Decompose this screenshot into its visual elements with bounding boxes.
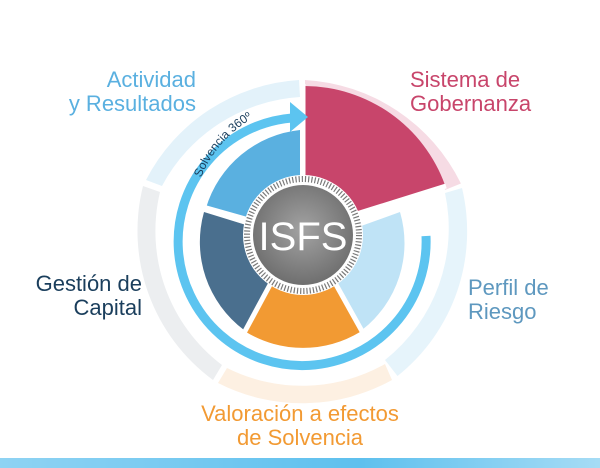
label-actividad-line2: y Resultados xyxy=(68,91,196,116)
center-circle xyxy=(253,185,353,285)
label-sistema: Sistema de Gobernanza xyxy=(410,68,590,116)
label-valoracion-line2: de Solvencia xyxy=(237,425,363,450)
bottom-accent-bar xyxy=(0,458,600,468)
label-perfil-line2: Riesgo xyxy=(468,299,537,324)
segment-valoracion xyxy=(246,284,360,348)
label-gestion-line2: Capital xyxy=(73,295,142,320)
label-perfil: Perfil de Riesgo xyxy=(468,276,588,324)
label-actividad-line1: Actividad xyxy=(106,67,196,92)
segment-actividad xyxy=(206,130,300,222)
label-valoracion: Valoración a efectos de Solvencia xyxy=(150,402,450,450)
outer-sector-actividad xyxy=(146,80,300,186)
center-hub: ISFS xyxy=(243,175,363,295)
outer-sector-gestion xyxy=(137,186,222,380)
label-sistema-line1: Sistema de xyxy=(410,67,521,92)
solvencia-arrowhead xyxy=(290,102,308,132)
label-valoracion-line1: Valoración a efectos xyxy=(201,401,399,426)
segment-sistema xyxy=(305,86,445,215)
label-gestion: Gestión de Capital xyxy=(10,272,142,320)
center-label: ISFS xyxy=(259,215,348,259)
outer-sector-perfil xyxy=(385,188,468,376)
label-gestion-line1: Gestión de xyxy=(35,271,142,296)
solvencia-arrow-ring xyxy=(173,113,431,371)
outer-sector-valoracion xyxy=(218,364,392,404)
label-perfil-line1: Perfil de xyxy=(468,275,549,300)
label-actividad: Actividad y Resultados xyxy=(46,68,196,116)
center-tick-ring xyxy=(244,176,362,294)
label-sistema-line2: Gobernanza xyxy=(410,91,532,116)
outer-ring xyxy=(137,80,468,404)
